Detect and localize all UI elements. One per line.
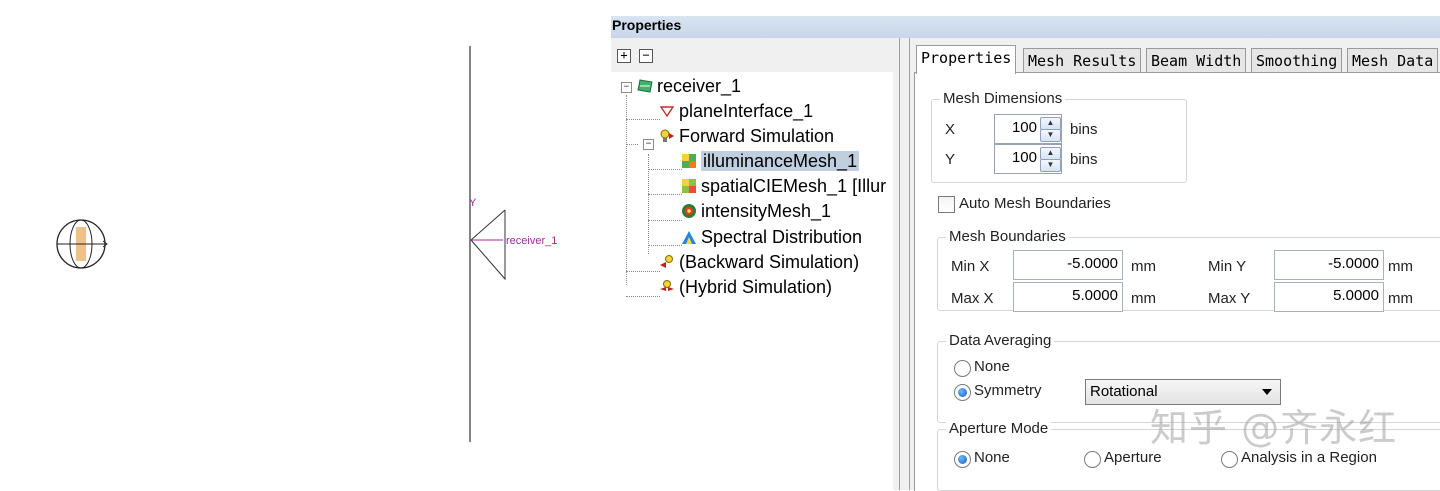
tree-item-forward-simulation[interactable]: Forward Simulation	[659, 125, 834, 147]
data-averaging-title: Data Averaging	[946, 333, 1055, 349]
tree-panel: + − − − receiver_1	[611, 38, 899, 490]
tab-beam-width[interactable]: Beam Width	[1146, 48, 1247, 73]
mesh-dimensions-title: Mesh Dimensions	[940, 91, 1066, 107]
mesh-x-value: 100	[1011, 119, 1037, 136]
source-sphere-icon[interactable]	[56, 219, 108, 269]
tree-item-receiver[interactable]: receiver_1	[637, 75, 741, 97]
tree-item-backward-simulation[interactable]: (Backward Simulation)	[659, 251, 859, 273]
panel-splitter[interactable]	[899, 38, 908, 490]
max-x-input[interactable]: 5.0000	[1013, 282, 1123, 312]
min-y-label: Min Y	[1208, 258, 1247, 275]
averaging-none-radio[interactable]	[954, 360, 971, 377]
mesh-x-down-icon[interactable]: ▼	[1040, 129, 1061, 142]
aperture-mode-title: Aperture Mode	[946, 421, 1052, 437]
forward-simulation-icon	[659, 127, 675, 143]
mesh-boundaries-group: Mesh Boundaries Min X -5.0000 mm Min Y -…	[937, 229, 1440, 312]
aperture-aperture-radio[interactable]	[1084, 451, 1101, 468]
mesh-x-label: X	[945, 121, 956, 138]
symmetry-type-select[interactable]: Rotational	[1085, 379, 1281, 405]
mesh-x-stepper[interactable]: 100 ▲▼	[994, 114, 1062, 144]
properties-window: Properties + − − − receiver_1	[611, 16, 1440, 491]
averaging-symmetry-radio[interactable]	[954, 384, 971, 401]
hybrid-simulation-icon	[659, 278, 675, 294]
tab-smoothing[interactable]: Smoothing	[1251, 48, 1343, 73]
aperture-aperture-label: Aperture	[1104, 449, 1162, 466]
aperture-region-label: Analysis in a Region	[1241, 449, 1377, 466]
property-pages-panel: Properties Mesh Results Beam Width Smoot…	[909, 38, 1440, 491]
mesh-y-unit: bins	[1070, 151, 1098, 168]
expand-all-button[interactable]: +	[617, 49, 631, 63]
tab-mesh-results[interactable]: Mesh Results	[1023, 48, 1142, 73]
min-y-unit: mm	[1388, 258, 1413, 275]
cie-mesh-icon	[681, 177, 697, 193]
tree-item-illuminance-mesh[interactable]: illuminanceMesh_1	[681, 150, 860, 172]
window-title: Properties	[611, 16, 1440, 38]
collapse-all-button[interactable]: −	[639, 49, 653, 63]
mesh-y-stepper[interactable]: 100 ▲▼	[994, 144, 1062, 174]
tab-mesh-data[interactable]: Mesh Data	[1347, 48, 1439, 73]
aperture-region-radio[interactable]	[1221, 451, 1238, 468]
receiver-label: receiver_1	[506, 235, 557, 247]
scene-svg: Y receiver_1	[56, 46, 557, 442]
tree-item-hybrid-simulation[interactable]: (Hybrid Simulation)	[659, 276, 832, 298]
averaging-symmetry-label: Symmetry	[974, 382, 1042, 399]
min-x-label: Min X	[951, 258, 990, 275]
mesh-icon	[681, 152, 697, 168]
max-y-unit: mm	[1388, 290, 1413, 307]
max-x-unit: mm	[1131, 290, 1156, 307]
spectral-icon	[681, 228, 697, 244]
min-y-input[interactable]: -5.0000	[1274, 250, 1384, 280]
tree-view[interactable]: − − receiver_1 planeInterface_1 Forward …	[611, 72, 893, 490]
mesh-y-up-icon[interactable]: ▲	[1040, 147, 1061, 160]
plane-interface-icon	[659, 102, 675, 118]
tree-item-spectral-distribution[interactable]: Spectral Distribution	[681, 226, 862, 248]
auto-mesh-boundaries-label: Auto Mesh Boundaries	[959, 195, 1111, 212]
min-x-unit: mm	[1131, 258, 1156, 275]
collapse-forward-toggle[interactable]: −	[643, 139, 654, 150]
tree-item-intensity-mesh[interactable]: intensityMesh_1	[681, 200, 831, 222]
tree-item-plane-interface[interactable]: planeInterface_1	[659, 100, 813, 122]
properties-tab-content: Mesh Dimensions X 100 ▲▼ bins Y 100 ▲▼ b…	[914, 72, 1440, 491]
watermark: 知乎 @齐永红	[1150, 406, 1398, 450]
aperture-none-label: None	[974, 449, 1010, 466]
mesh-dimensions-group: Mesh Dimensions X 100 ▲▼ bins Y 100 ▲▼ b…	[931, 91, 1187, 183]
min-x-input[interactable]: -5.0000	[1013, 250, 1123, 280]
mesh-x-unit: bins	[1070, 121, 1098, 138]
max-y-input[interactable]: 5.0000	[1274, 282, 1384, 312]
max-x-label: Max X	[951, 290, 994, 307]
intensity-mesh-icon	[681, 202, 697, 218]
receiver-icon	[637, 77, 653, 93]
mesh-boundaries-title: Mesh Boundaries	[946, 229, 1069, 245]
axis-y-label: Y	[469, 197, 477, 209]
mesh-y-down-icon[interactable]: ▼	[1040, 159, 1061, 172]
tree-item-spatial-cie-mesh[interactable]: spatialCIEMesh_1 [Illur	[681, 175, 886, 197]
data-averaging-group: Data Averaging None Symmetry Rotational	[937, 333, 1440, 423]
mesh-y-value: 100	[1011, 149, 1037, 166]
auto-mesh-boundaries-checkbox[interactable]	[938, 196, 955, 213]
aperture-none-radio[interactable]	[954, 451, 971, 468]
tab-properties[interactable]: Properties	[916, 45, 1017, 74]
mesh-y-label: Y	[945, 151, 956, 168]
chevron-down-icon	[1262, 389, 1272, 395]
receiver-cone-icon[interactable]	[470, 209, 506, 281]
collapse-receiver-toggle[interactable]: −	[621, 82, 632, 93]
backward-simulation-icon	[659, 253, 675, 269]
averaging-none-label: None	[974, 358, 1010, 375]
max-y-label: Max Y	[1208, 290, 1251, 307]
3d-view-canvas[interactable]: Y receiver_1	[0, 0, 610, 490]
